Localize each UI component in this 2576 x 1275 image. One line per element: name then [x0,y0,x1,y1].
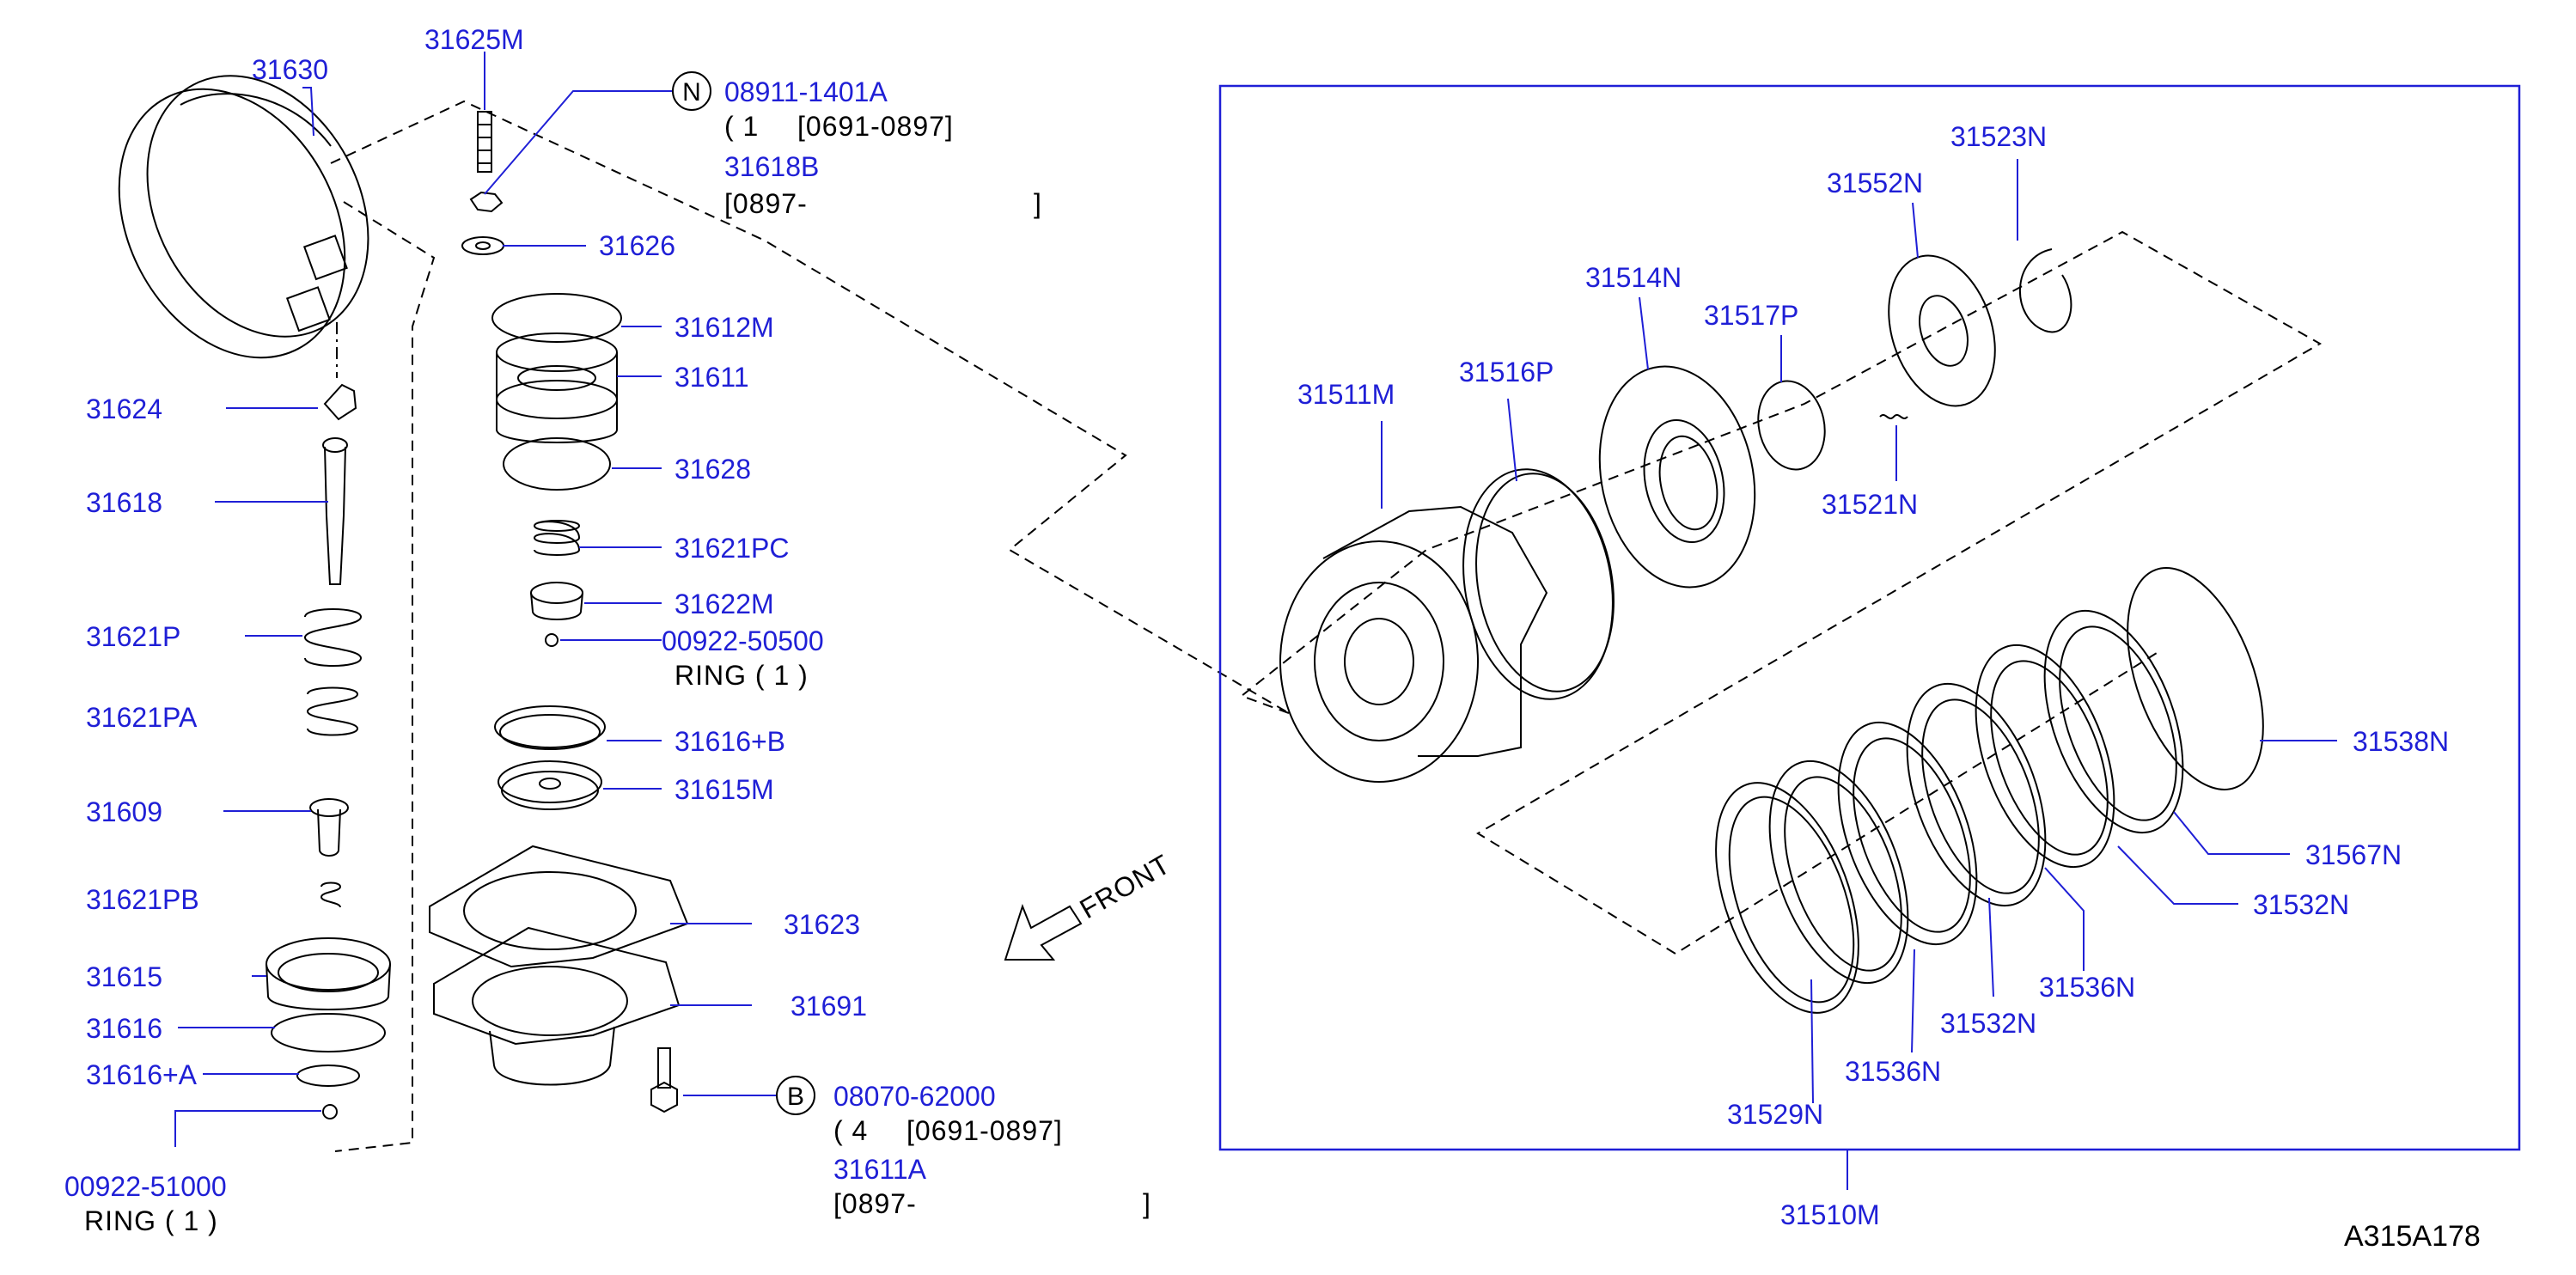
label-31517p: 31517P [1704,300,1798,331]
callout-n-letter: N [682,78,701,107]
ring-qty-2: RING ( 1 ) [84,1205,218,1236]
label-31615: 31615 [86,961,162,992]
brake-band [118,75,369,359]
label-31567n: 31567N [2305,839,2402,870]
leader-lines [174,52,2337,1190]
label-31523n: 31523N [1950,121,2047,152]
front-direction-arrow [1004,904,1083,961]
label-31621pb: 31621PB [86,884,199,915]
label-31621pc: 31621PC [675,533,789,564]
label-31521n: 31521N [1822,489,1918,520]
callout-b-part: 08070-62000 [833,1081,996,1112]
label-31536n-a: 31536N [2039,972,2135,1003]
label-31626: 31626 [599,230,675,261]
label-31691: 31691 [791,991,867,1022]
label-31510m: 31510M [1780,1199,1880,1230]
callout-b-letter: B [787,1083,804,1111]
label-31630: 31630 [252,54,328,85]
part-labels: 31630 31625M 31626 31612M 31611 31628 31… [64,24,2481,1253]
label-31514n: 31514N [1585,262,1682,293]
label-31618: 31618 [86,487,162,518]
clutch-assembly-frame [1218,84,2521,1151]
callout-b-range1: [0691-0897] [906,1115,1063,1146]
label-00922-50500: 00922-50500 [662,625,824,656]
label-31516p: 31516P [1459,357,1554,387]
left-column-parts [266,383,391,1119]
label-31624: 31624 [86,393,162,424]
label-31622m: 31622M [675,589,774,619]
front-label: FRONT [1075,848,1176,924]
callout-n-range1: [0691-0897] [797,111,954,142]
assembly-dash-lines [330,100,1290,1152]
callout-b-range2-open: [0897- [833,1188,917,1219]
stud-nut-washer [461,111,504,255]
label-31628: 31628 [675,454,751,485]
callout-n-part: 08911-1401A [724,76,888,107]
callout-n-range2-close: ] [1034,188,1042,219]
callout-n-qty: ( 1 [724,111,759,142]
gasket-and-cover [429,845,689,1113]
label-31529n: 31529N [1727,1099,1823,1130]
callout-b-alt: 31611A [833,1154,927,1185]
label-31621p: 31621P [86,621,180,652]
label-31615m: 31615M [675,774,774,805]
diagram-code: A315A178 [2344,1220,2481,1253]
label-31611: 31611 [675,362,749,393]
label-31609: 31609 [86,796,162,827]
label-31538n: 31538N [2353,726,2449,757]
callout-n-alt: 31618B [724,151,819,182]
callout-n-circle [672,71,711,111]
label-31532n-a: 31532N [2253,889,2349,920]
servo-piston-stack [491,293,622,810]
label-31616: 31616 [86,1013,162,1044]
label-31616b: 31616+B [675,726,785,757]
ring-qty-1: RING ( 1 ) [675,660,809,691]
clutch-parts [1279,248,2264,1014]
label-31552n: 31552N [1827,168,1923,198]
label-31625m: 31625M [424,24,524,55]
label-31621pa: 31621PA [86,702,198,733]
label-00922-51000: 00922-51000 [64,1171,227,1202]
callout-b-qty: ( 4 [833,1115,868,1146]
label-31532n-b: 31532N [1940,1008,2036,1039]
callout-b-circle [776,1076,815,1115]
callout-n-range2-open: [0897- [724,188,808,219]
callout-b-range2-close: ] [1143,1188,1151,1219]
label-31511m: 31511M [1297,379,1395,410]
label-31612m: 31612M [675,312,774,343]
callout-circles: N B [672,71,815,1115]
label-31616a: 31616+A [86,1059,198,1090]
label-31536n-b: 31536N [1845,1056,1941,1087]
label-31623: 31623 [784,909,860,940]
